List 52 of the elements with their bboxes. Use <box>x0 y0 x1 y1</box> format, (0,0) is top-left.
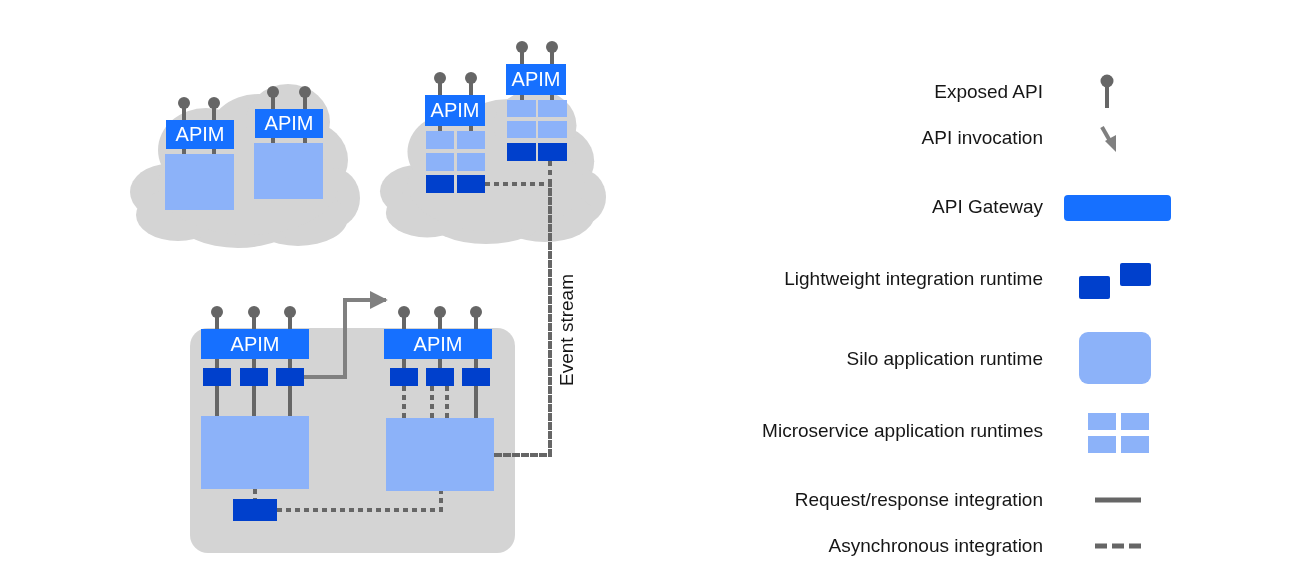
dotted-connector <box>485 182 552 457</box>
dotted-connector <box>430 386 434 418</box>
connector-line <box>550 95 554 100</box>
integration-runtime-box <box>240 368 268 386</box>
legend-label: Exposed API <box>934 81 1043 103</box>
connector-line <box>520 95 524 100</box>
legend-label: Lightweight integration runtime <box>784 268 1043 290</box>
connector-line <box>271 138 275 143</box>
api-gateway-box: APIM <box>506 64 566 95</box>
connector-line <box>402 359 406 368</box>
microservice-runtime-grid <box>426 131 485 171</box>
integration-runtime-box <box>390 368 418 386</box>
connector-line <box>215 386 219 416</box>
legend-label: API Gateway <box>932 196 1043 218</box>
legend-label: Microservice application runtimes <box>762 420 1043 442</box>
integration-runtime-pair <box>507 143 567 161</box>
legend-label: Silo application runtime <box>846 348 1043 370</box>
connector-line <box>438 126 442 131</box>
integration-runtime-box <box>462 368 490 386</box>
legend-label: API invocation <box>921 127 1043 149</box>
dotted-connector <box>402 386 406 418</box>
connector-line <box>252 359 256 368</box>
connector-line <box>469 126 473 131</box>
dotted-connector <box>445 386 449 418</box>
panel-background <box>190 328 515 553</box>
api-gateway-box: APIM <box>384 329 492 359</box>
legend-label: Asynchronous integration <box>828 535 1043 557</box>
integration-runtime-box <box>203 368 231 386</box>
connector-line <box>303 138 307 143</box>
connector-line <box>474 359 478 368</box>
silo-runtime-box <box>254 143 323 199</box>
microservice-runtime-grid <box>507 100 567 138</box>
connector-line <box>474 386 478 418</box>
silo-runtime-box <box>386 418 494 491</box>
dotted-connector <box>253 489 257 499</box>
connector-line <box>252 386 256 416</box>
connector-line <box>438 359 442 368</box>
dotted-connector <box>277 491 443 512</box>
api-gateway-box: APIM <box>201 329 309 359</box>
connector-line <box>182 149 186 154</box>
integration-runtime-box <box>276 368 304 386</box>
silo-runtime-box <box>201 416 309 489</box>
connector-line <box>212 149 216 154</box>
connector-line <box>288 359 292 368</box>
integration-runtime-pair <box>426 175 485 193</box>
legend-label: Request/response integration <box>794 489 1043 511</box>
connector-line <box>288 386 292 416</box>
silo-runtime-box <box>165 154 234 210</box>
integration-runtime-box <box>426 368 454 386</box>
arrow <box>304 291 388 379</box>
integration-runtime-box <box>233 499 277 521</box>
connector-line <box>215 359 219 368</box>
